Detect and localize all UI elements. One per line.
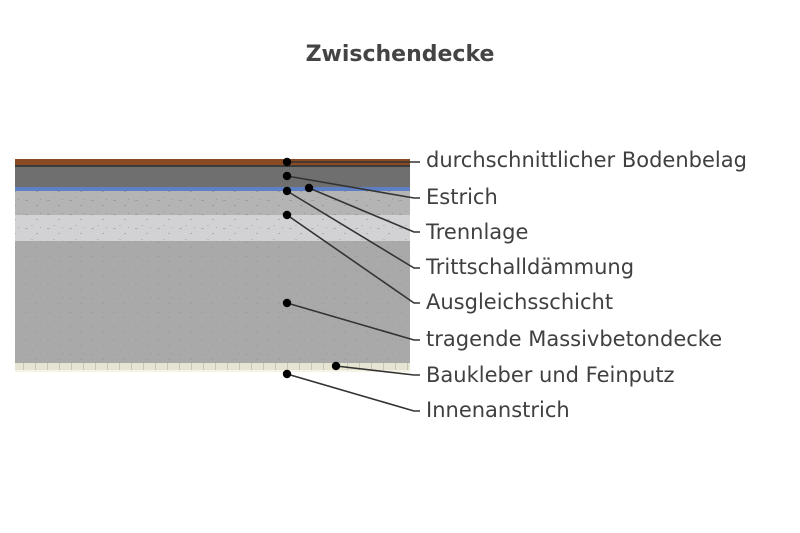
leader-dot-trennlage <box>304 183 314 193</box>
label-baukleber: Baukleber und Feinputz <box>426 363 675 387</box>
label-trennlage: Trennlage <box>426 220 529 244</box>
diagram-title: Zwischendecke <box>305 42 495 67</box>
leader-line-betondecke <box>286 302 420 341</box>
label-trittschall: Trittschalldämmung <box>426 255 635 279</box>
label-innenanstrich: Innenanstrich <box>426 398 570 422</box>
leader-line-estrich <box>286 175 420 199</box>
leader-line-trennlage <box>308 187 420 233</box>
layer-betondecke-texture <box>15 241 410 363</box>
leader-dot-ausgleich <box>282 210 292 220</box>
leader-dot-baukleber <box>331 361 341 371</box>
leader-line-baukleber <box>335 365 420 376</box>
leader-dot-innenanstrich <box>282 369 292 379</box>
layer-stack <box>15 159 410 372</box>
layer-ausgleich-texture <box>15 215 410 241</box>
layer-innenanstrich <box>15 370 410 372</box>
layer-bodenbelag <box>15 159 410 165</box>
label-bodenbelag: durchschnittlicher Bodenbelag <box>426 148 747 172</box>
label-ausgleich: Ausgleichsschicht <box>426 290 614 314</box>
leader-line-innenanstrich <box>286 373 420 412</box>
layer-trittschall-texture <box>15 191 410 215</box>
layer-estrich <box>15 165 410 187</box>
label-betondecke: tragende Massivbetondecke <box>426 327 723 351</box>
leader-lines <box>282 157 420 412</box>
leader-dot-betondecke <box>282 298 292 308</box>
leader-dot-trittschall <box>282 186 292 196</box>
layer-trennlage <box>15 187 410 191</box>
layer-baukleber-texture <box>15 363 410 370</box>
leader-dot-bodenbelag <box>282 157 292 167</box>
leader-line-trittschall <box>286 190 420 269</box>
label-estrich: Estrich <box>426 185 498 209</box>
leader-line-ausgleich <box>286 214 420 304</box>
leader-dot-estrich <box>282 171 292 181</box>
layer-estrich-edge <box>15 165 410 167</box>
